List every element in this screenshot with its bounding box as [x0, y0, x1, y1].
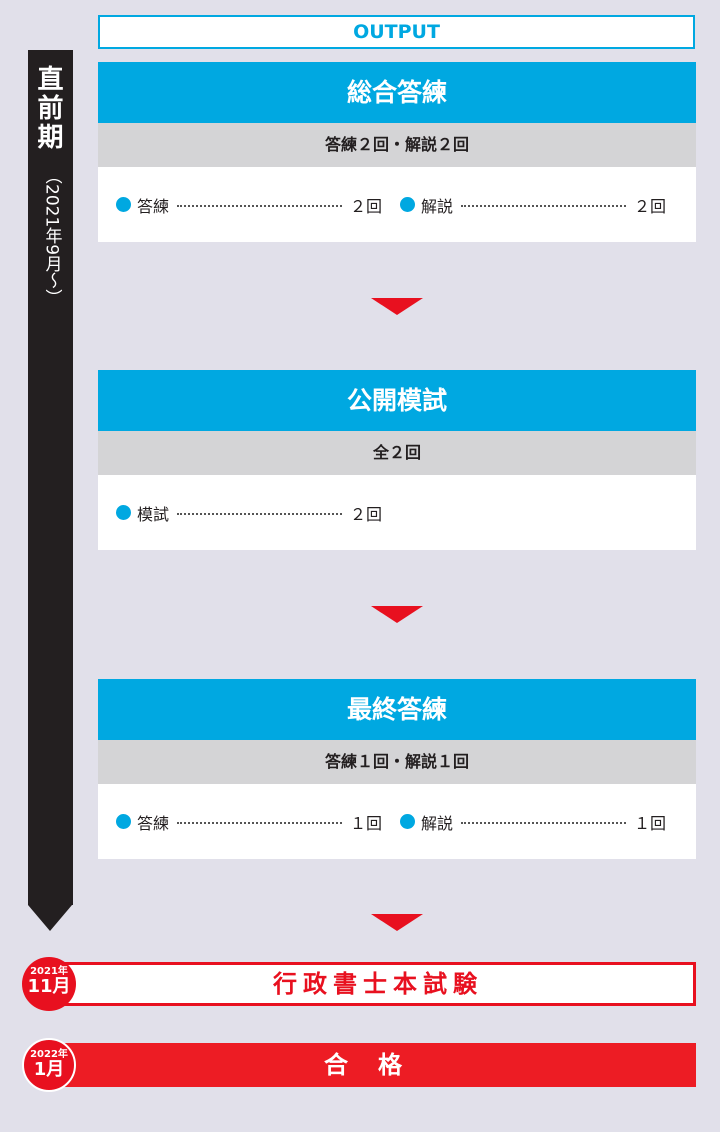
item-count: ２回: [633, 196, 666, 216]
item-label: 答練: [137, 813, 170, 833]
item-label: 答練: [137, 196, 170, 216]
card-summary: 答練１回・解説１回: [98, 740, 696, 784]
item-count: １回: [633, 813, 666, 833]
list-item: 模試 ２回: [116, 501, 382, 525]
exam-year: 2021年: [30, 966, 68, 977]
course-card-moshi: 公開模試 全２回 模試 ２回: [98, 370, 696, 550]
list-item: 答練 １回: [116, 810, 382, 834]
exam-banner: 行政書士本試験: [60, 962, 696, 1006]
card-title: 公開模試: [98, 370, 696, 431]
arrow-down-icon: [371, 606, 423, 623]
exam-month: 11月: [27, 976, 71, 997]
bullet-icon: [116, 505, 131, 520]
item-count: ２回: [349, 504, 382, 524]
output-label: OUTPUT: [98, 15, 695, 49]
item-count: １回: [349, 813, 382, 833]
exam-date-badge: 2021年 11月: [22, 957, 76, 1011]
item-label: 模試: [137, 504, 170, 524]
period-title: 直前期: [37, 65, 64, 153]
pass-month: 1月: [33, 1059, 65, 1080]
pass-year: 2022年: [30, 1049, 68, 1060]
period-sidebar: 直前期 （2021年9月〜）: [28, 50, 73, 931]
course-card-saishu: 最終答練 答練１回・解説１回 答練 １回 解説 １回: [98, 679, 696, 859]
list-item: 解説 ２回: [400, 193, 666, 217]
bullet-icon: [400, 814, 415, 829]
pass-banner: 合格: [60, 1043, 696, 1087]
bullet-icon: [116, 814, 131, 829]
list-item: 答練 ２回: [116, 193, 382, 217]
card-title: 総合答練: [98, 62, 696, 123]
item-label: 解説: [421, 813, 454, 833]
card-summary: 全２回: [98, 431, 696, 475]
card-title: 最終答練: [98, 679, 696, 740]
pass-date-badge: 2022年 1月: [22, 1038, 76, 1092]
bullet-icon: [116, 197, 131, 212]
course-card-sogo: 総合答練 答練２回・解説２回 答練 ２回 解説 ２回: [98, 62, 696, 242]
list-item: 解説 １回: [400, 810, 666, 834]
bullet-icon: [400, 197, 415, 212]
card-summary: 答練２回・解説２回: [98, 123, 696, 167]
arrow-down-icon: [371, 914, 423, 931]
period-dates: （2021年9月〜）: [41, 167, 62, 307]
arrow-down-icon: [371, 298, 423, 315]
item-label: 解説: [421, 196, 454, 216]
item-count: ２回: [349, 196, 382, 216]
